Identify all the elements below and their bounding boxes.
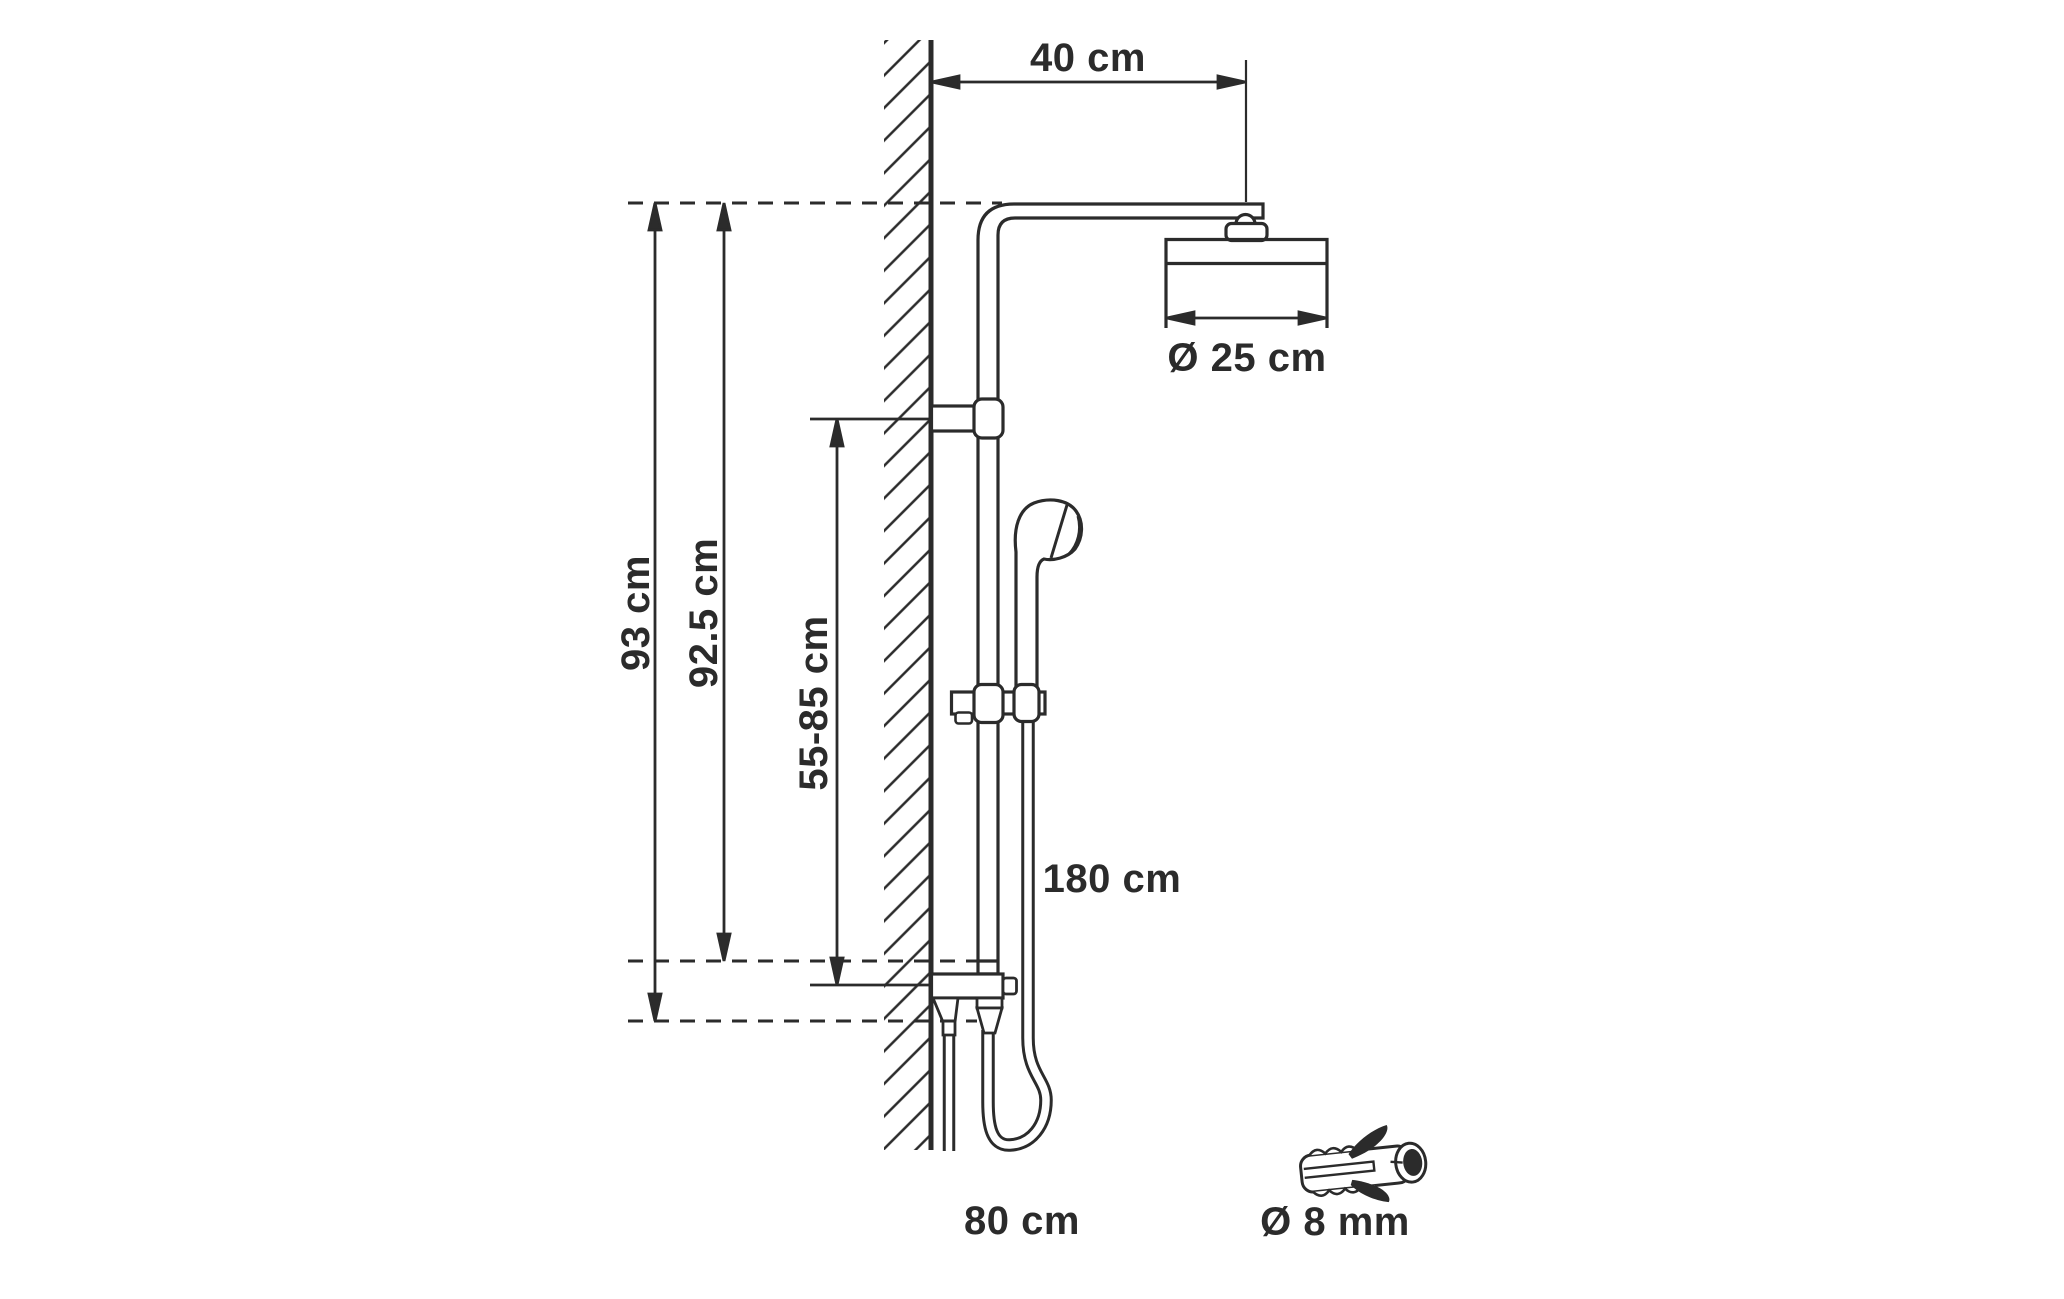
hand-shower-body xyxy=(1013,498,1084,698)
label-bottom-width: 80 cm xyxy=(964,1199,1080,1243)
hose-outlet-boss xyxy=(975,996,1004,1010)
label-head-diameter: Ø 25 cm xyxy=(1167,336,1326,380)
label-slider-range: 55-85 cm xyxy=(792,615,836,790)
slider-bracket xyxy=(949,682,1047,725)
wall-bracket xyxy=(929,397,1005,440)
hand-shower-face-lines xyxy=(1049,504,1082,559)
valve-end-cap xyxy=(1001,976,1018,996)
shower-system-drawing xyxy=(929,202,1329,1152)
wall-anchor-icon xyxy=(1299,1124,1428,1203)
supply-connector xyxy=(930,996,960,1037)
overhead-shower-head xyxy=(1164,237,1329,328)
diverter-valve xyxy=(929,959,1018,1037)
wall-bracket-collar xyxy=(972,397,1005,440)
dim-riser-height xyxy=(716,201,732,963)
reference-lines xyxy=(628,201,1002,1023)
label-hose-length: 180 cm xyxy=(1043,857,1182,901)
label-anchor-diameter: Ø 8 mm xyxy=(1260,1200,1410,1244)
valve-body xyxy=(929,972,1005,1000)
shower-hose xyxy=(981,711,1053,1152)
dim-slider-range xyxy=(810,417,931,987)
slider-lock-knob xyxy=(954,711,974,725)
slider-hose-collar xyxy=(1012,682,1041,724)
hand-shower xyxy=(1013,498,1084,698)
slider-pole-collar xyxy=(972,682,1005,725)
anchor-fin-bottom xyxy=(1350,1179,1390,1203)
dim-wall-offset xyxy=(930,60,1248,202)
anchor-slot xyxy=(1303,1160,1376,1180)
wall-hatching xyxy=(884,40,931,1150)
anchor-hole xyxy=(1403,1148,1423,1176)
hose-connector xyxy=(975,1006,1004,1035)
anchor-fin-top xyxy=(1348,1124,1388,1159)
label-wall-offset: 40 cm xyxy=(1030,36,1146,80)
dimension-labels: 40 cm Ø 25 cm 93 cm 92.5 cm 55-85 cm 180… xyxy=(614,36,1410,1244)
wall xyxy=(884,40,934,1150)
dim-total-height xyxy=(647,201,663,1023)
dim-head-diameter xyxy=(1165,310,1328,326)
anchor-pointer-dash xyxy=(1390,1160,1403,1164)
riser-pipe-and-arm xyxy=(976,202,1265,976)
label-total-height: 93 cm xyxy=(614,555,658,671)
label-riser-height: 92.5 cm xyxy=(682,538,726,688)
dimension-lines xyxy=(647,60,1328,1023)
overhead-shower xyxy=(1164,212,1329,328)
